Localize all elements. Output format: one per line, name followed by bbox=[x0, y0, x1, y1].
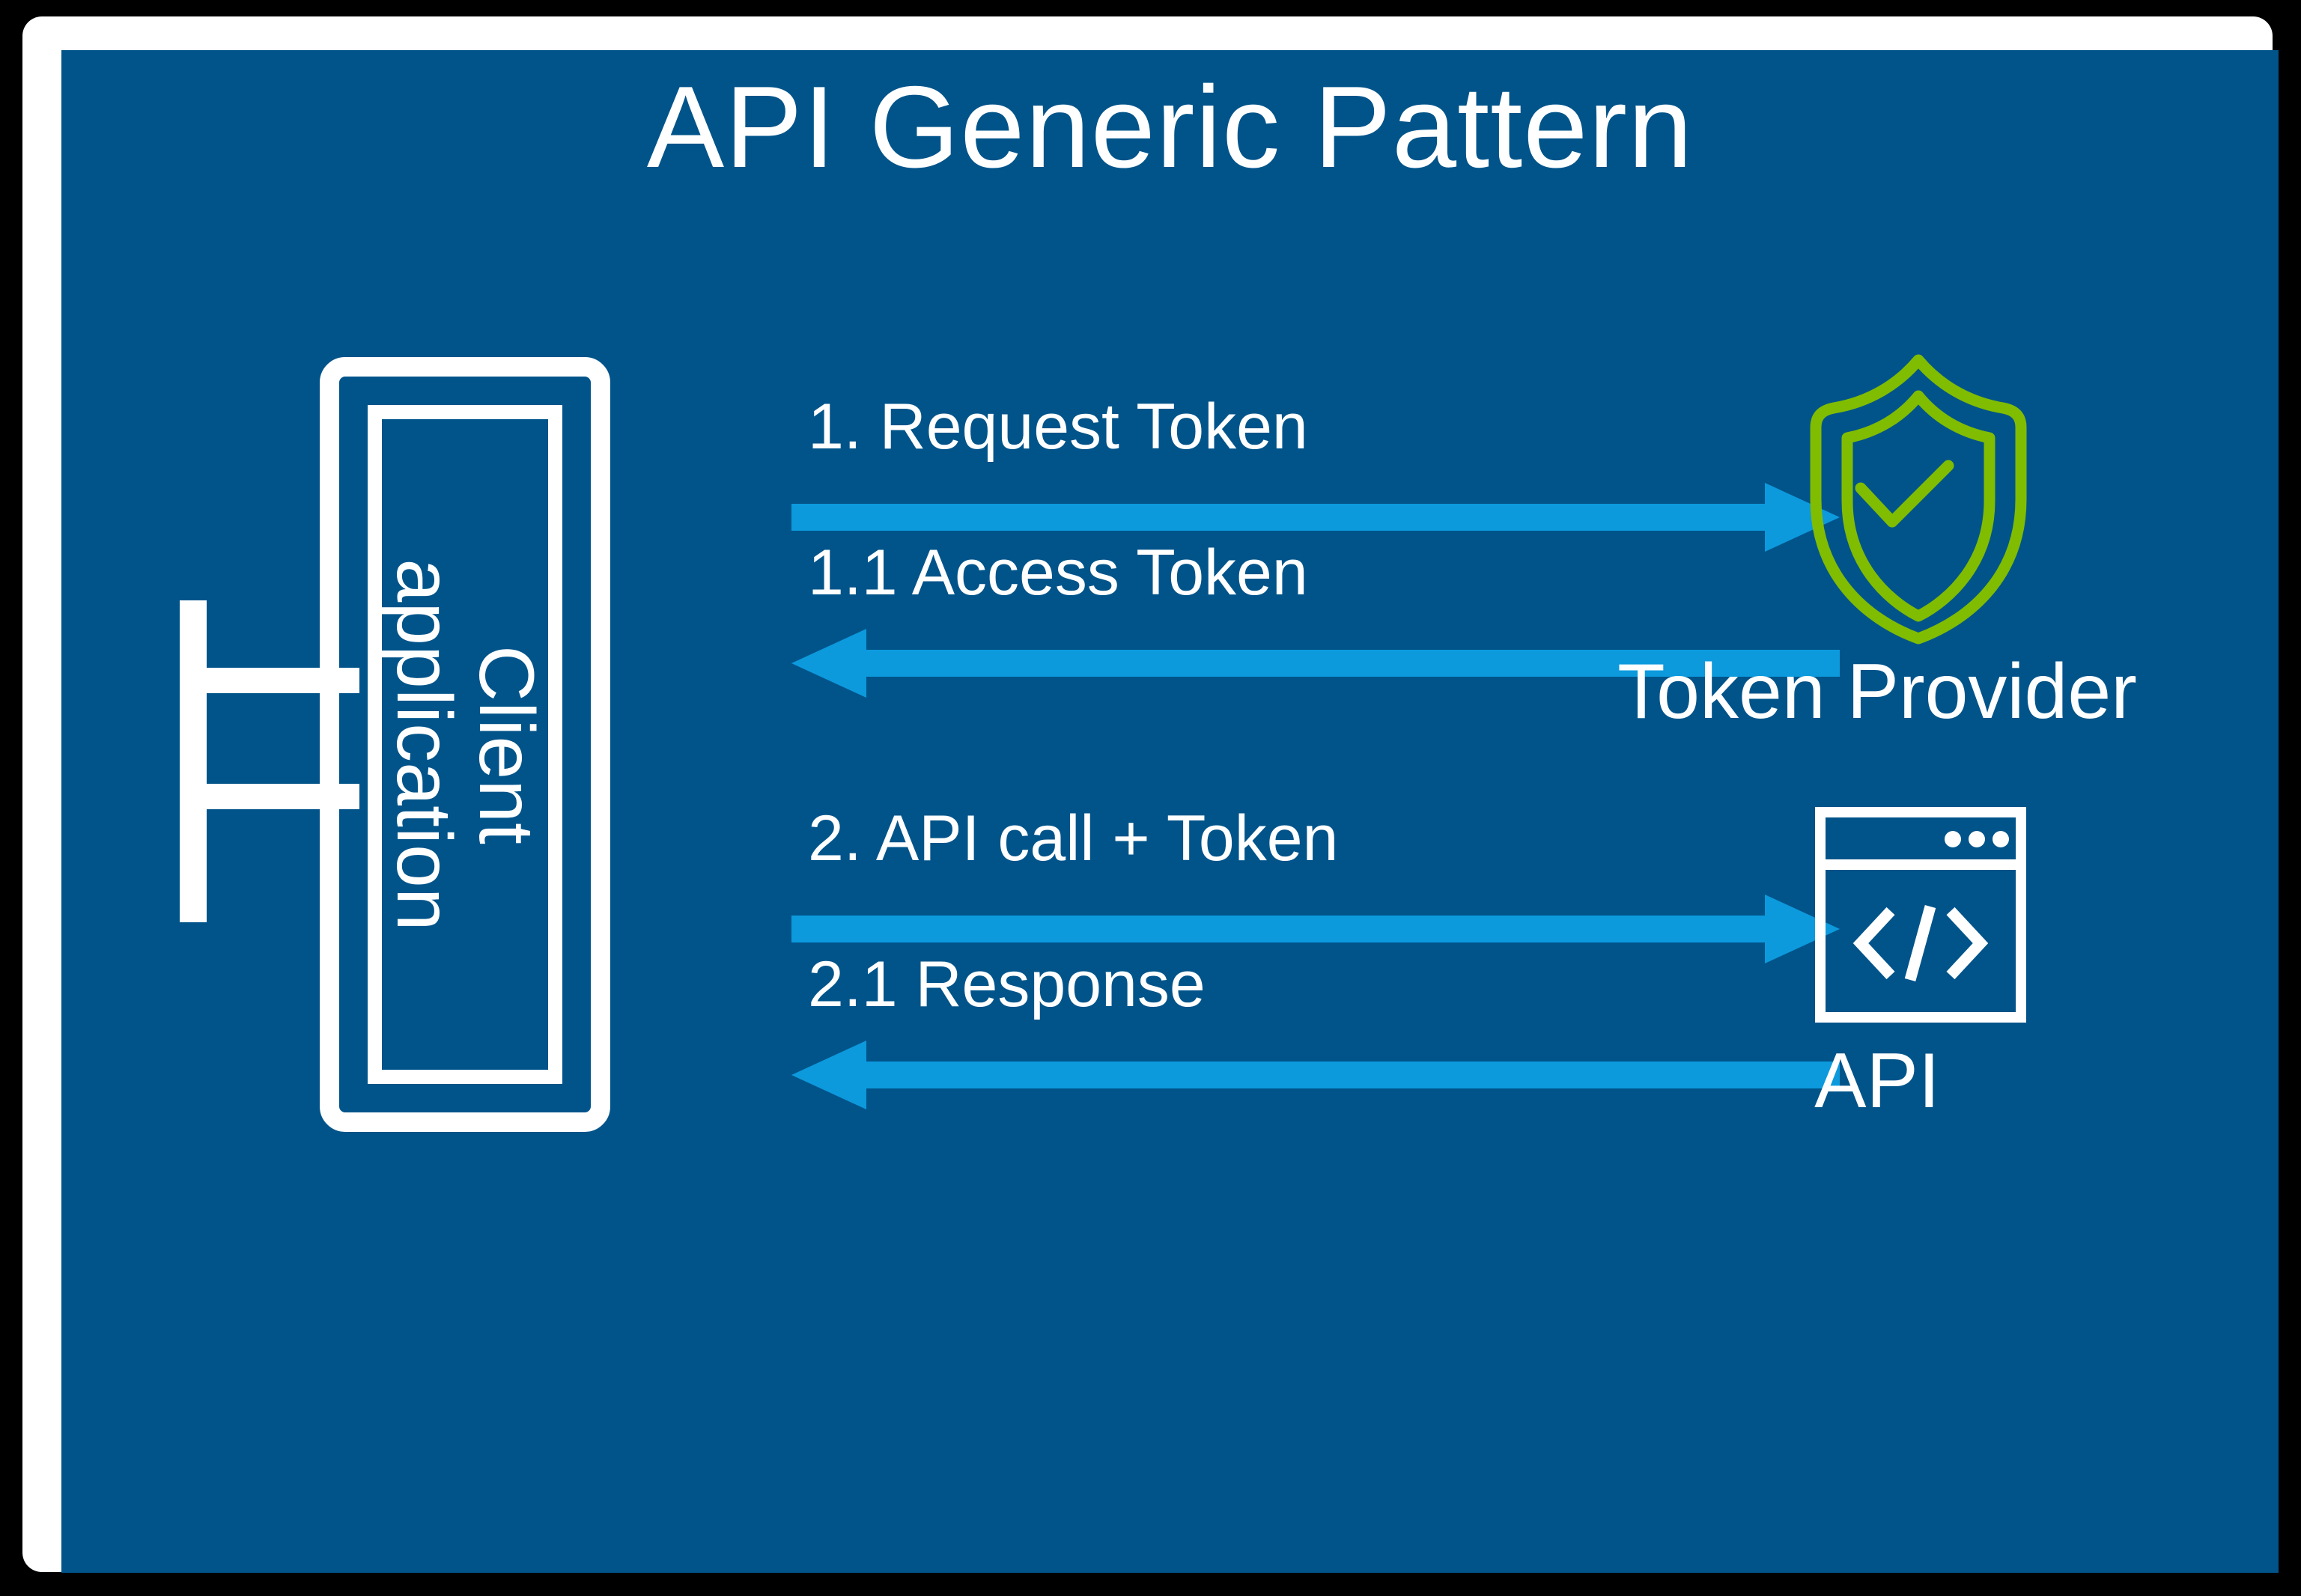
flow-api-call-label: 2. API call + Token bbox=[808, 802, 1339, 874]
slide-canvas: API Generic Pattern Client application bbox=[61, 50, 2279, 1573]
arrow-left-icon bbox=[791, 629, 1840, 698]
flow-request-token: 1. Request Token bbox=[791, 395, 1840, 552]
api-node: API bbox=[1615, 806, 2139, 1151]
arrow-right-icon bbox=[791, 895, 1840, 963]
slide-frame-border: API Generic Pattern Client application bbox=[22, 16, 2279, 1573]
flow-access-token: 1.1 Access Token bbox=[791, 540, 1840, 698]
monitor-screen-inner-border: Client application bbox=[368, 405, 562, 1084]
client-application-label: Client application bbox=[380, 558, 550, 931]
flow-api-call: 2. API call + Token bbox=[791, 806, 1840, 963]
monitor-stand-vertical-bar bbox=[180, 600, 207, 922]
browser-code-icon bbox=[1814, 806, 2027, 1023]
flow-access-token-label: 1.1 Access Token bbox=[808, 537, 1308, 609]
arrow-right-icon bbox=[791, 483, 1840, 552]
client-application-label-line2: application bbox=[380, 558, 467, 931]
token-provider-label: Token Provider bbox=[1617, 648, 2137, 735]
flow-request-token-label: 1. Request Token bbox=[808, 391, 1308, 463]
token-provider-node: Token Provider bbox=[1615, 350, 2139, 754]
client-application-label-line1: Client bbox=[463, 645, 550, 844]
arrow-left-icon bbox=[791, 1041, 1840, 1109]
page-title: API Generic Pattern bbox=[646, 62, 1694, 192]
client-application-node: Client application bbox=[136, 357, 810, 1151]
flow-response: 2.1 Response bbox=[791, 952, 1840, 1109]
api-label: API bbox=[1814, 1038, 1940, 1124]
shield-check-icon bbox=[1787, 350, 2049, 645]
monitor-icon: Client application bbox=[320, 357, 610, 1132]
flow-response-label: 2.1 Response bbox=[808, 948, 1206, 1020]
